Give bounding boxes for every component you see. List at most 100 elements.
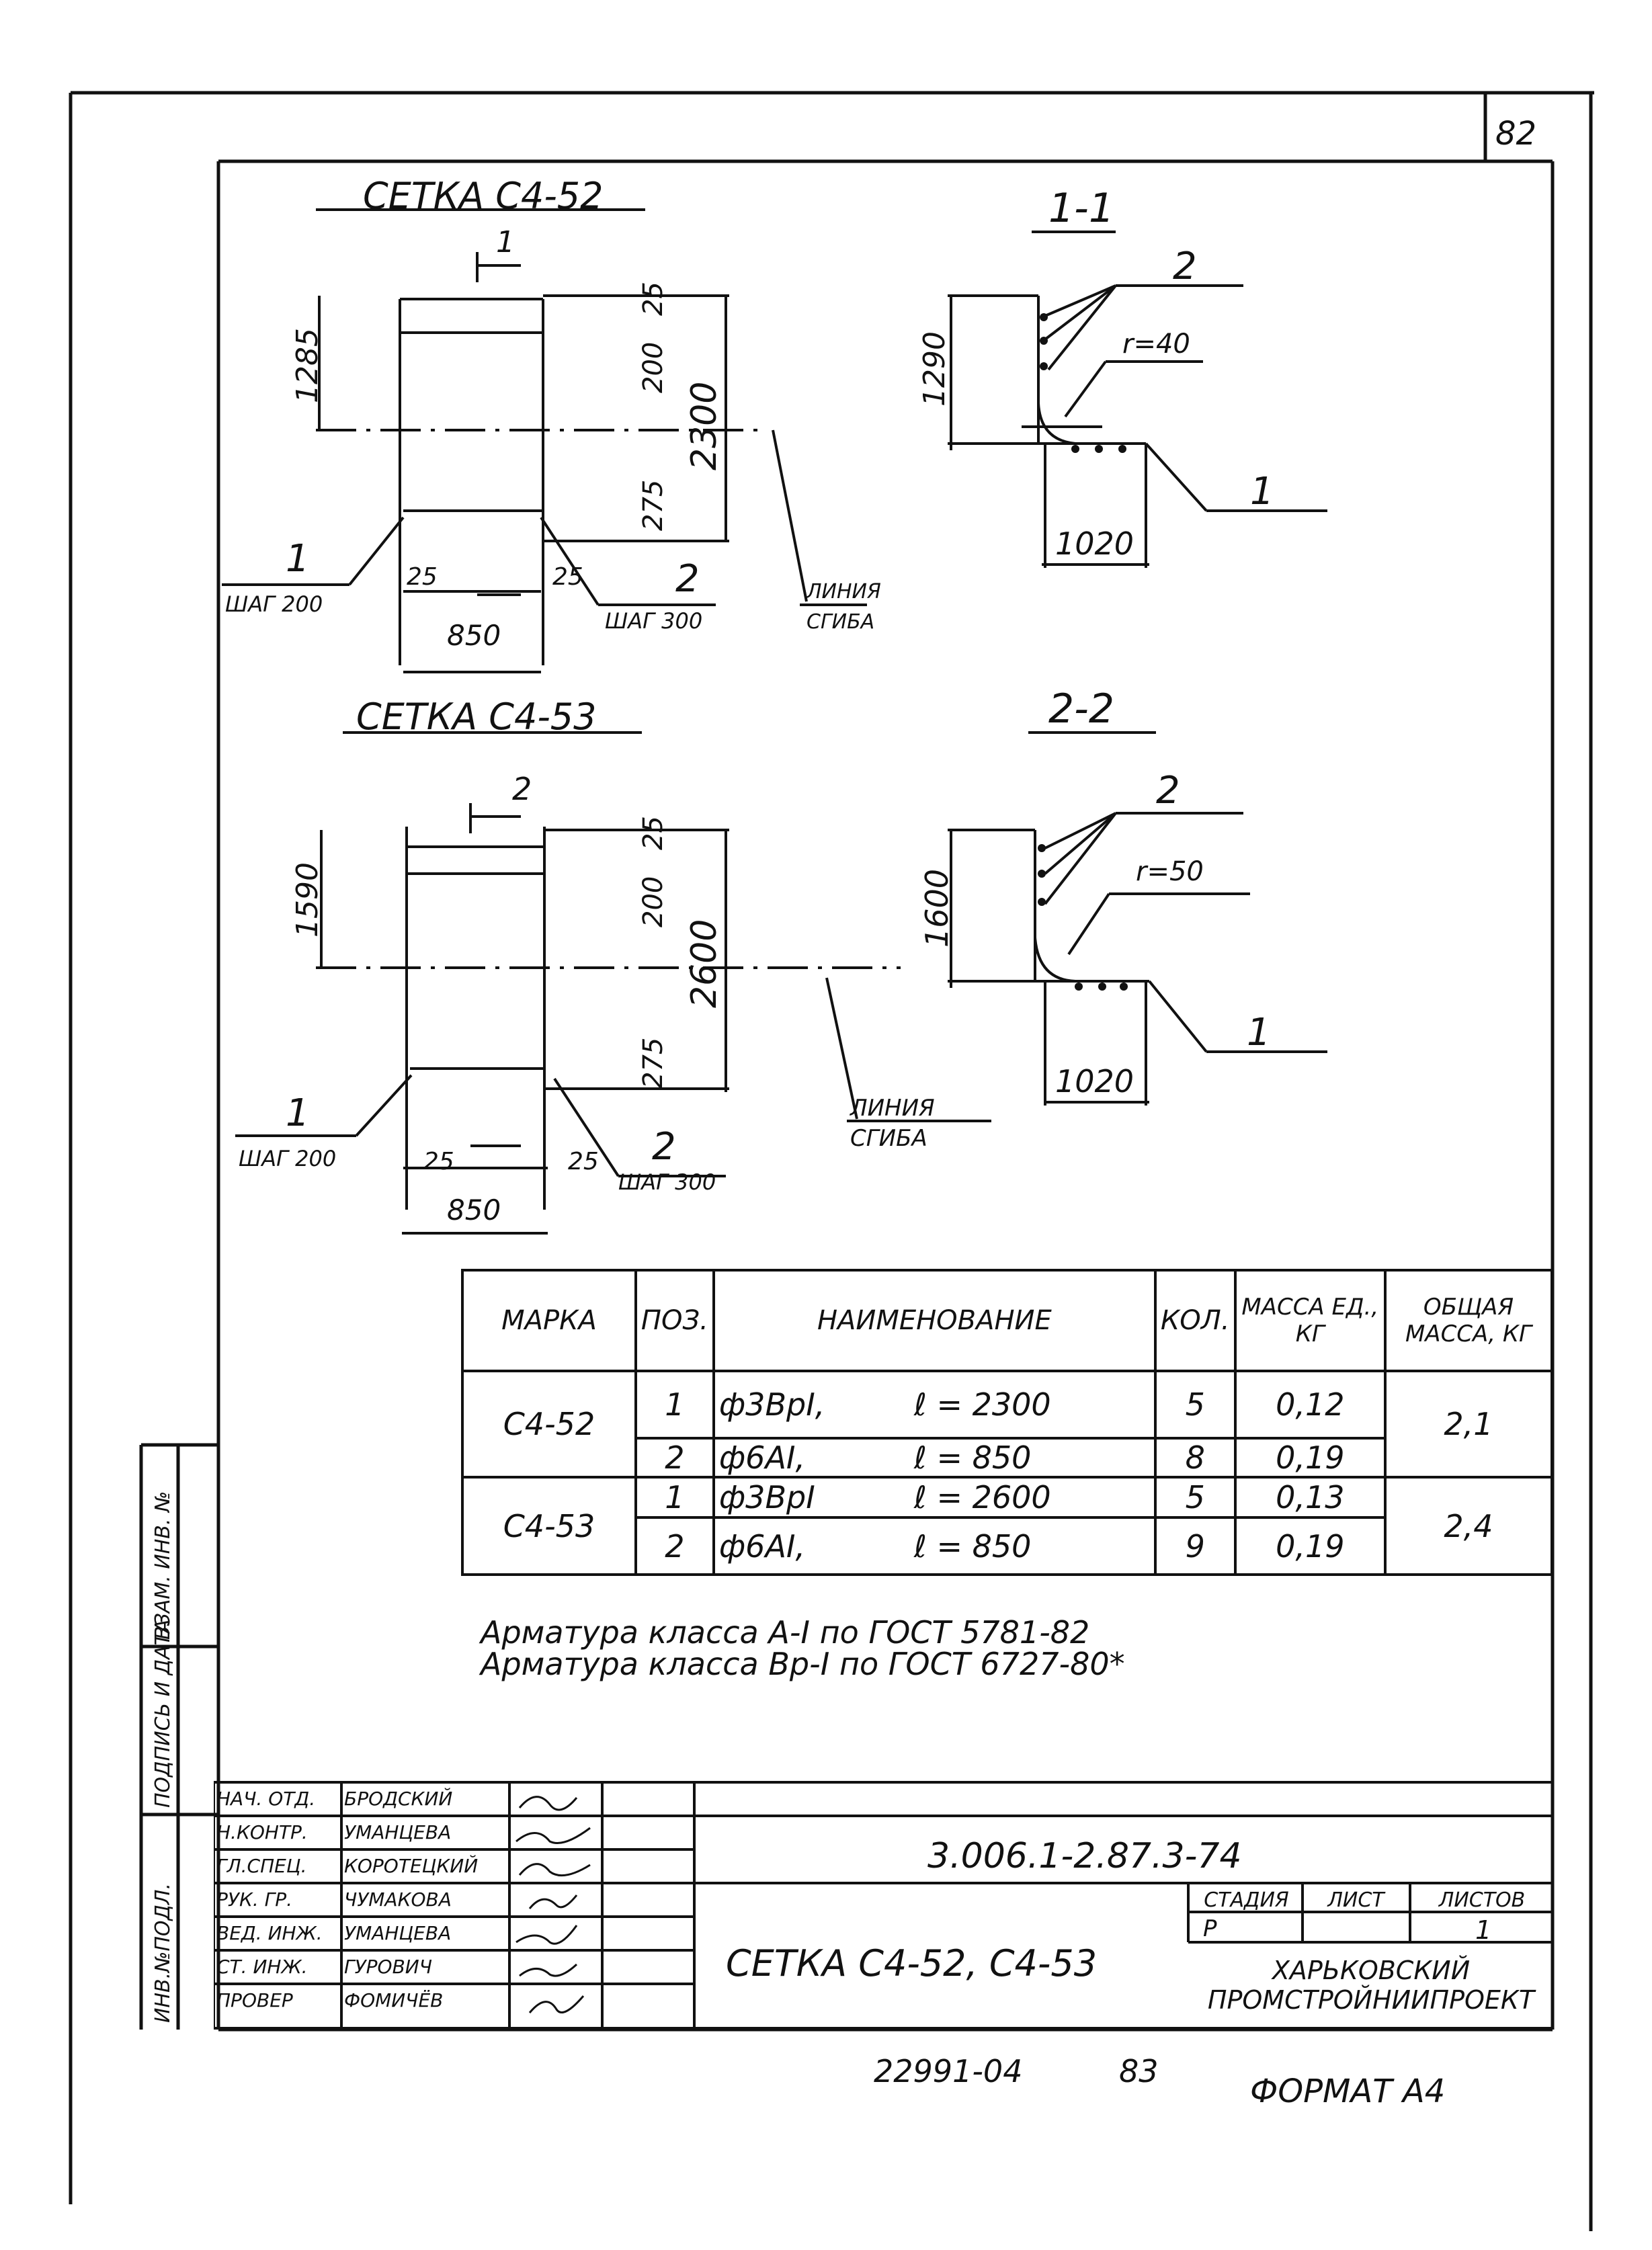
org-line-1: ХАРЬКОВСКИЙ — [1272, 1956, 1471, 1985]
format-label: ФОРМАТ А4 — [1250, 2073, 1445, 2110]
page-number: 82 — [1495, 115, 1536, 153]
stage-label: СТАДИЯ — [1204, 1888, 1289, 1912]
mesh-2-title: СЕТКА С4-53 — [356, 696, 597, 738]
section-2-width: 1020 — [1055, 1063, 1134, 1099]
role-nach-otd: НАЧ. ОТД. — [216, 1788, 316, 1810]
cell-mark: С4-52 — [461, 1370, 637, 1478]
mesh-2-bend-label-1: ЛИНИЯ — [849, 1095, 935, 1122]
header-mark: МАРКА — [461, 1269, 637, 1372]
title-block — [214, 1781, 1554, 2030]
mesh-2-pos2-step: ШАГ 300 — [618, 1169, 716, 1195]
name-4: ЧУМАКОВА — [344, 1888, 452, 1911]
section-1-height: 1290 — [917, 331, 952, 407]
cell-name-text: ф3ВрI, — [718, 1386, 825, 1423]
cell-name: ф3ВрI ℓ = 2600 — [712, 1476, 1157, 1519]
specification-table: МАРКА ПОЗ. НАИМЕНОВАНИЕ КОЛ. МАССА ЕД., … — [461, 1269, 1554, 1576]
cell-qty: 8 — [1153, 1437, 1237, 1478]
header-pos: ПОЗ. — [634, 1269, 715, 1372]
mesh-1-bend-label-2: СГИБА — [807, 610, 874, 634]
role-st-inzh: СТ. ИНЖ. — [216, 1956, 308, 1978]
mesh-1-pos2: 2 — [675, 557, 700, 601]
cell-name: ф6АI, ℓ = 850 — [712, 1516, 1157, 1576]
name-7: ФОМИЧЁВ — [344, 1989, 444, 2011]
mesh-1-bend-label-1: ЛИНИЯ — [806, 580, 881, 603]
mesh-2-dim-left: 1590 — [290, 862, 325, 937]
mesh-2-drawing — [235, 731, 991, 1235]
name-6: ГУРОВИЧ — [344, 1956, 432, 1978]
name-5: УМАНЦЕВА — [344, 1922, 452, 1944]
mesh-2-width: 850 — [447, 1194, 501, 1226]
header-name: НАИМЕНОВАНИЕ — [712, 1269, 1157, 1372]
organization: ХАРЬКОВСКИЙ ПРОМСТРОЙНИИПРОЕКТ — [1190, 1956, 1553, 2015]
sheets-label: ЛИСТОВ — [1438, 1888, 1526, 1912]
cell-pos: 1 — [634, 1476, 715, 1519]
mesh-2-dim-top2: 200 — [638, 876, 669, 927]
section-2-height: 1600 — [919, 869, 955, 948]
mesh-2-edge-left: 25 — [423, 1148, 454, 1175]
mesh-2-section-mark: 2 — [512, 771, 532, 807]
bottom-page: 83 — [1119, 2053, 1159, 2089]
mesh-2-dim-top1: 25 — [638, 816, 669, 850]
side-label-sign: ПОДПИСЬ И ДАТА — [151, 1620, 175, 1808]
section-2-bars — [1038, 844, 1128, 991]
mesh-1-edge-left: 25 — [407, 563, 438, 591]
section-2-pos2: 2 — [1156, 769, 1180, 812]
mesh-1-dim-left: 1285 — [290, 328, 325, 403]
sheet-frame — [69, 91, 1594, 2231]
cell-qty: 9 — [1153, 1516, 1237, 1576]
cell-name-text: ф3ВрI — [718, 1479, 815, 1515]
mesh-2-dim-total: 2600 — [684, 919, 725, 1008]
header-mass-unit: МАССА ЕД., КГ — [1233, 1269, 1387, 1372]
table-header-row: МАРКА ПОЗ. НАИМЕНОВАНИЕ КОЛ. МАССА ЕД., … — [461, 1269, 1554, 1372]
mesh-1-pos1: 1 — [286, 537, 310, 581]
header-mass-total: ОБЩАЯ МАССА, КГ — [1383, 1269, 1554, 1372]
mesh-1-edge-right: 25 — [552, 563, 583, 591]
cell-qty: 5 — [1153, 1476, 1237, 1519]
sheet-label: ЛИСТ — [1327, 1888, 1385, 1912]
mesh-2-dim-bottom: 275 — [638, 1038, 669, 1089]
mesh-1-dim-total: 2300 — [684, 382, 725, 470]
doc-number: 3.006.1-2.87.3-74 — [927, 1836, 1242, 1876]
name-3: КОРОТЕЦКИЙ — [344, 1855, 479, 1877]
section-2-pos1: 1 — [1247, 1011, 1271, 1054]
sheets-value: 1 — [1475, 1915, 1492, 1945]
cell-mass: 0,19 — [1233, 1437, 1387, 1478]
mesh-1-dim-bottom: 275 — [638, 480, 669, 531]
mesh-2-pos1-step: ШАГ 200 — [239, 1146, 336, 1171]
mesh-1-width: 850 — [447, 619, 501, 652]
org-line-2: ПРОМСТРОЙНИИПРОЕКТ — [1207, 1985, 1535, 2015]
cell-name: ф6АI,ℓ = 850 — [712, 1437, 1157, 1478]
table-row: С4-52 1 ф3ВрI,ℓ = 2300 5 0,12 2,1 — [461, 1370, 1554, 1478]
cell-name-text: ф6АI, — [718, 1528, 806, 1565]
cell-mark: С4-53 — [461, 1476, 637, 1576]
header-qty: КОЛ. — [1153, 1269, 1237, 1372]
mesh-1-drawing — [222, 208, 867, 673]
mesh-2-pos1: 1 — [286, 1091, 310, 1135]
table-row: 2 ф6АI,ℓ = 850 9 0,19 — [462, 1516, 1552, 1576]
section-2-title: 2-2 — [1048, 685, 1114, 733]
mesh-2-bend-label-2: СГИБА — [850, 1125, 927, 1152]
section-2-radius: r=50 — [1136, 856, 1204, 887]
section-1-drawing — [948, 231, 1327, 568]
cell-length: ℓ = 850 — [913, 1528, 1032, 1565]
signatures — [515, 1796, 591, 2013]
drawing-title: СЕТКА С4-52, С4-53 — [726, 1942, 1098, 1985]
cell-length: ℓ = 2600 — [913, 1479, 1051, 1515]
section-1-radius: r=40 — [1122, 329, 1190, 360]
section-1-title: 1-1 — [1048, 185, 1114, 232]
section-1-bars — [1040, 313, 1126, 453]
stage-value: Р — [1203, 1915, 1217, 1942]
section-1-width: 1020 — [1055, 526, 1134, 562]
table-row: 2 ф6АI,ℓ = 850 8 0,19 — [462, 1437, 1552, 1478]
role-ved-inzh: ВЕД. ИНЖ. — [216, 1922, 323, 1944]
cell-length: ℓ = 850 — [913, 1440, 1032, 1476]
mesh-2-edge-right: 25 — [568, 1148, 599, 1175]
role-gl-spec: ГЛ.СПЕЦ. — [216, 1855, 307, 1877]
cell-pos: 2 — [634, 1437, 715, 1478]
role-n-kontr: Н.КОНТР. — [216, 1821, 308, 1843]
cell-total: 2,1 — [1383, 1370, 1554, 1478]
mesh-1-section-mark: 1 — [496, 225, 515, 259]
cell-length: ℓ = 2300 — [913, 1386, 1051, 1423]
